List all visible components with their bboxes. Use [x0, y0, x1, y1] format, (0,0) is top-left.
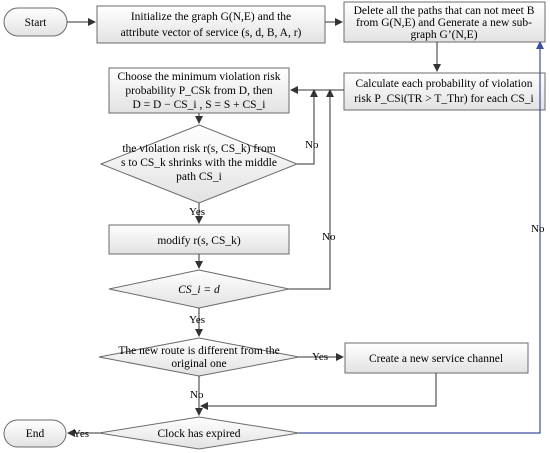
clock-decision [98, 416, 300, 450]
arrow-clock-no-loop [299, 41, 544, 434]
delete-paths-box [343, 1, 546, 43]
create-channel-box [344, 342, 529, 374]
edge-label-shrink-no: No [305, 139, 319, 151]
edge-label-clock-yes: Yes [73, 428, 89, 440]
calc-line1: Calculate each probability of violation [356, 78, 533, 90]
choose-line3: D = D − CS_i , S = S + CS_i [133, 99, 266, 111]
modify-label: modify r(s, CS_k) [157, 235, 241, 247]
shrink-line1: the violation risk r(s, CS_k) from [122, 143, 275, 155]
arrow-shrink-no [297, 89, 318, 165]
start-label: Start [25, 17, 48, 29]
choose-line2: probability P_CSk from D, then [125, 85, 273, 97]
choose-line1: Choose the minimum violation risk [118, 71, 281, 83]
route-decision [98, 337, 300, 377]
delete-line1: Delete all the paths that can not meet B [354, 5, 535, 17]
edge-label-route-no: No [190, 389, 204, 401]
shrink-line3: path CS_i [176, 171, 222, 183]
delete-line2: from G(N,E) and Generate a new sub- [356, 17, 532, 29]
route-line1: The new route is different from the [118, 345, 279, 357]
end-label: End [26, 428, 45, 440]
modify-box [108, 224, 290, 255]
calc-line2: risk P_CSi(TR > T_Thr) for each CS_i [354, 93, 533, 105]
init-box [96, 5, 326, 44]
calc-probability-box [343, 72, 546, 111]
create-label: Create a new service channel [369, 353, 503, 365]
end-terminal [3, 419, 67, 448]
init-line1: Initialize the graph G(N,E) and the [131, 11, 291, 23]
init-line2: attribute vector of service (s, d, B, A,… [121, 27, 302, 39]
arrow-csd-no [289, 89, 334, 290]
route-line2: original one [171, 358, 226, 370]
edge-label-csd-yes: Yes [189, 314, 205, 326]
edge-label-clock-no: No [531, 223, 545, 235]
shrink-line2: s to CS_k shrinks with the middle [121, 157, 277, 169]
edge-label-csd-no: No [322, 231, 336, 243]
arrow-create-merge [200, 373, 437, 410]
edge-label-route-yes: Yes [312, 351, 328, 363]
delete-line3: graph G’(N,E) [410, 29, 477, 41]
clock-label: Clock has expired [157, 428, 240, 440]
csd-label: CS_i = d [178, 284, 220, 296]
edge-label-shrink-yes: Yes [189, 206, 205, 218]
